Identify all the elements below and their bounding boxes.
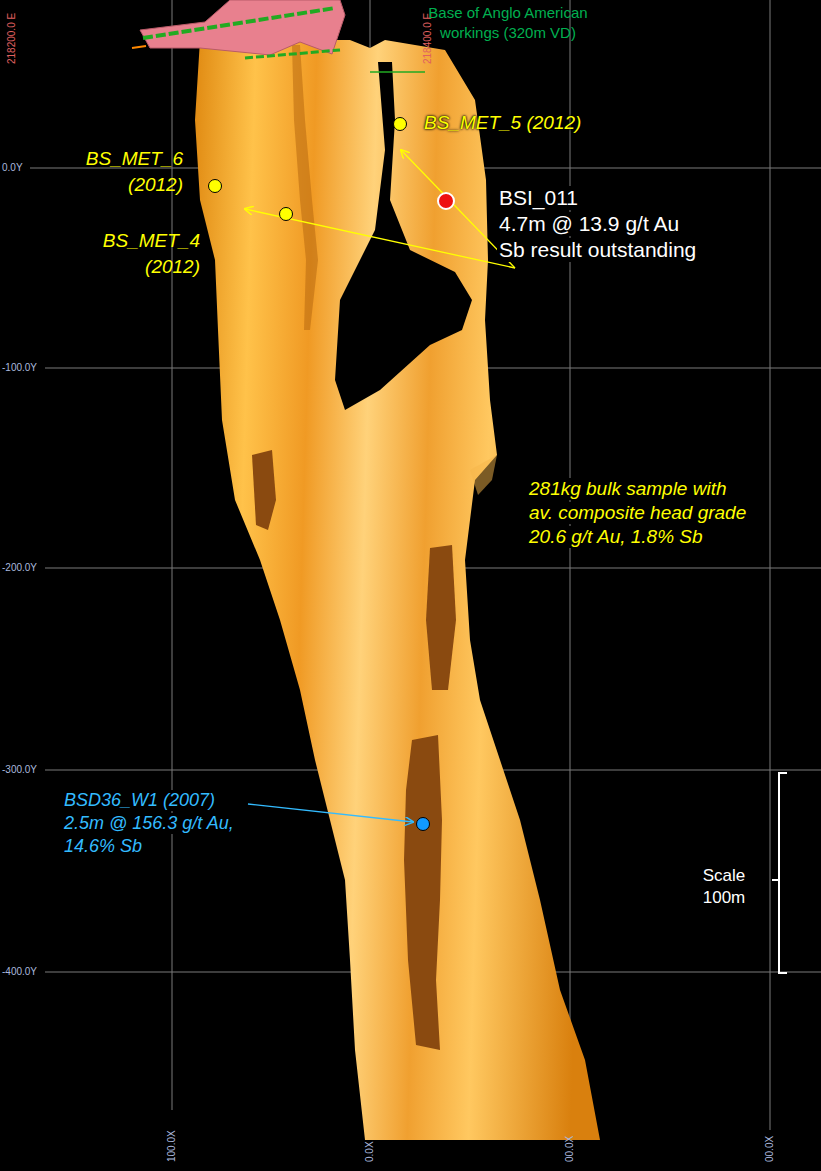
sample-label: BS_MET_6 — [86, 148, 183, 170]
axis-label: 00.0X — [764, 1136, 776, 1162]
axis-label: 0.0Y — [2, 162, 23, 174]
leader-lines — [245, 150, 515, 822]
axis-label: -300.0Y — [2, 764, 37, 776]
assay-result: 14.6% Sb — [62, 836, 144, 857]
ore-shoots — [195, 40, 600, 1140]
axis-label: 100.0X — [166, 1130, 178, 1162]
workings-note: Base of Anglo American — [428, 4, 587, 21]
sample-label: (2012) — [145, 256, 200, 278]
bulk-sample-note: 20.6 g/t Au, 1.8% Sb — [527, 526, 705, 548]
axis-label: 0.0X — [364, 1141, 376, 1162]
axis-label: -100.0Y — [2, 362, 37, 374]
scale-label: 100m — [703, 888, 746, 908]
assay-result: 2.5m @ 156.3 g/t Au, — [62, 813, 236, 834]
easting-label: 218200.0 E — [6, 13, 18, 64]
bulk-sample-note: av. composite head grade — [527, 502, 748, 524]
drillhole-label: BSI_011 — [497, 186, 580, 210]
sample-points — [209, 118, 455, 831]
assay-result: 4.7m @ 13.9 g/t Au — [497, 212, 681, 236]
bulk-sample-note: 281kg bulk sample with — [527, 478, 729, 500]
assay-note: Sb result outstanding — [497, 238, 698, 262]
workings-note: workings (320m VD) — [440, 24, 576, 41]
axis-label: -400.0Y — [2, 966, 37, 978]
scale-bracket — [772, 773, 787, 973]
drillhole-label: BSD36_W1 (2007) — [62, 790, 217, 811]
sample-label: BS_MET_5 (2012) — [424, 112, 581, 134]
workings — [132, 0, 425, 72]
axis-label: 00.0X — [564, 1136, 576, 1162]
sample-label: BS_MET_4 — [103, 230, 200, 252]
scale-label: Scale — [703, 866, 746, 886]
axis-label: -200.0Y — [2, 562, 37, 574]
sample-label: (2012) — [128, 174, 183, 196]
